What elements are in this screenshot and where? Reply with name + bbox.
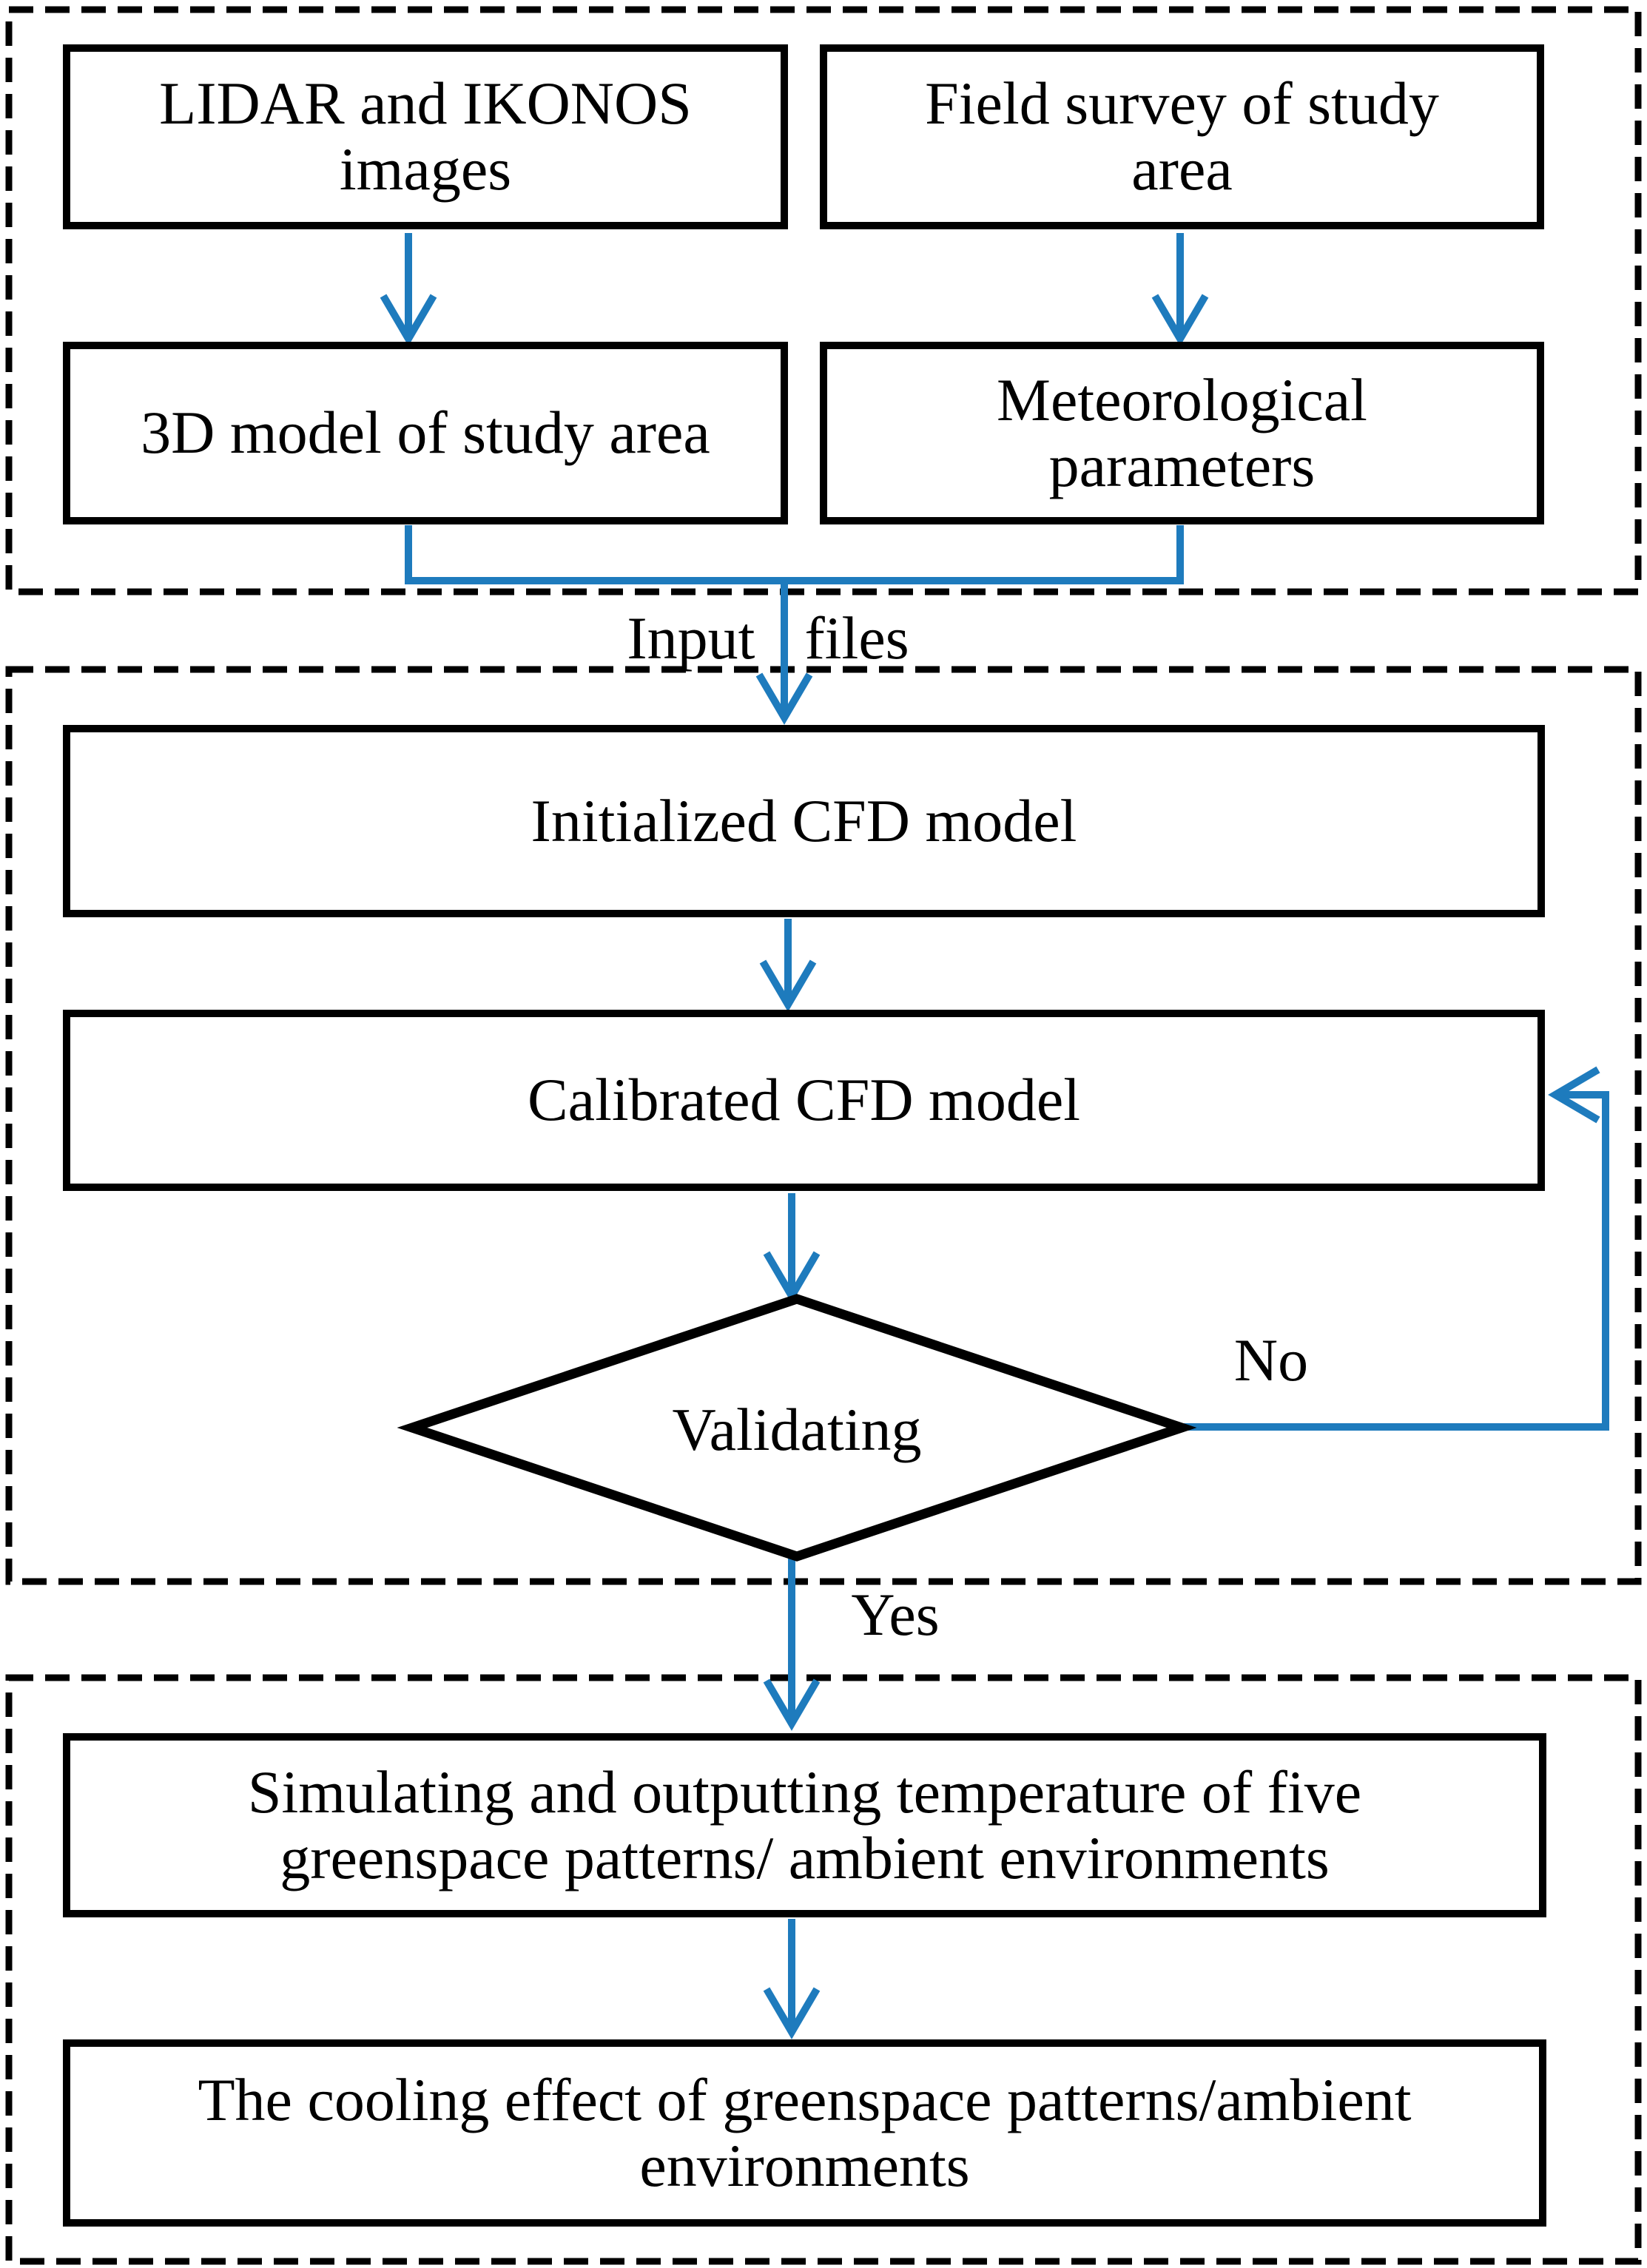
box-cooling-line1: The cooling effect of greenspace pattern… [198, 2065, 1412, 2133]
input-stage-container [5, 6, 1642, 595]
edge-label-input-files: Input files [442, 608, 1094, 682]
box-3d-model: 3D model of study area [63, 342, 788, 524]
edge-label-no: No [1233, 1326, 1309, 1394]
input-files-word-input: Input [627, 604, 755, 672]
box-calibrated-cfd-model: Calibrated CFD model [63, 1010, 1545, 1191]
box-lidar-line2: images [339, 135, 512, 203]
cfd-model-stage-container [5, 666, 1642, 1585]
box-initialized-line1: Initialized CFD model [531, 786, 1077, 854]
output-stage-container [5, 1674, 1642, 2265]
box-simulating-line1: Simulating and outputting temperature of… [247, 1758, 1362, 1826]
box-lidar-line1: LIDAR and IKONOS [159, 70, 692, 138]
box-initialized-cfd-model: Initialized CFD model [63, 725, 1545, 917]
box-simulating-line2: greenspace patterns/ ambient environment… [280, 1823, 1330, 1891]
box-field-survey: Field survey of study area [820, 44, 1544, 229]
diamond-label-validating: Validating [672, 1396, 922, 1463]
arrowhead-lidar-to-3dmodel [380, 294, 437, 346]
box-calibrated-line1: Calibrated CFD model [527, 1066, 1080, 1134]
arrowhead-input-files [755, 672, 813, 725]
arrowhead-no-loop [1548, 1066, 1600, 1124]
edge-label-yes: Yes [851, 1581, 940, 1648]
arrowhead-simulating-to-cooling [763, 1987, 821, 2039]
input-files-word-files: files [804, 604, 909, 672]
box-meteorological-line2: parameters [1048, 431, 1316, 499]
box-meteorological-line1: Meteorological [997, 365, 1367, 433]
validating-diamond [397, 1294, 1197, 1562]
connector-join-inputs [405, 525, 1184, 584]
box-field-survey-line1: Field survey of study [925, 70, 1439, 138]
box-cooling-effect: The cooling effect of greenspace pattern… [63, 2039, 1546, 2227]
box-meteorological-parameters: Meteorological parameters [820, 342, 1544, 524]
connector-no-loop [1184, 1091, 1609, 1431]
arrowhead-survey-to-meteo [1151, 294, 1209, 346]
arrowhead-yes-to-simulating [763, 1678, 821, 1731]
box-cooling-line2: environments [639, 2131, 970, 2199]
box-lidar-ikonos-images: LIDAR and IKONOS images [63, 44, 788, 229]
arrowhead-initialized-to-calibrated [759, 959, 817, 1012]
box-3d-model-line1: 3D model of study area [141, 399, 710, 467]
box-simulating-outputting: Simulating and outputting temperature of… [63, 1733, 1546, 1917]
box-field-survey-line2: area [1131, 135, 1233, 203]
